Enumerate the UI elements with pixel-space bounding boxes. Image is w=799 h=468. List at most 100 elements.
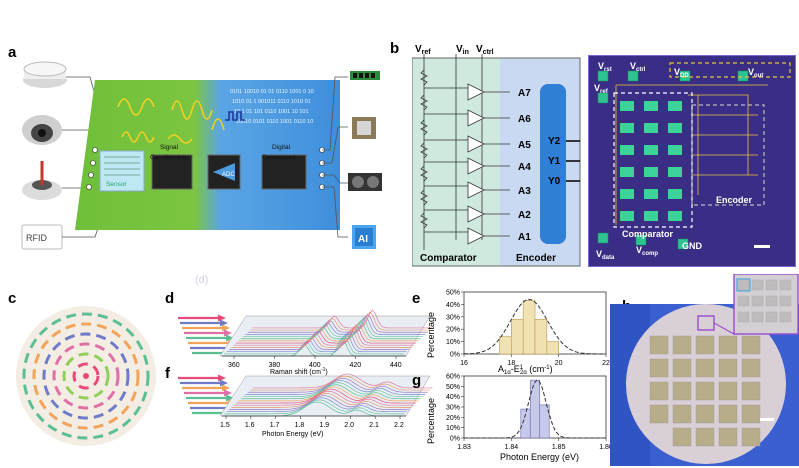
wafer-die: [649, 335, 669, 355]
histogram-bar: [511, 318, 524, 355]
output-a3: A3: [518, 186, 531, 197]
svg-text:AI: AI: [358, 234, 368, 245]
output-a4: A4: [518, 162, 531, 173]
y-tick-label: 30%: [446, 405, 460, 412]
tick-label: 2.1: [369, 422, 379, 429]
panel-label-b: b: [390, 40, 400, 57]
histogram-bar: [546, 341, 559, 355]
wafer-die: [718, 427, 738, 447]
svg-text:Vdata: Vdata: [596, 249, 615, 261]
tick-label: 2.0: [344, 422, 354, 429]
spectrum-line: [224, 399, 405, 415]
spectrum-line: [238, 322, 419, 342]
spectrum-line: [240, 384, 421, 400]
micro-encoder-label: Encoder: [716, 195, 753, 205]
panel-label-e: e: [412, 290, 421, 307]
output-a5: A5: [518, 140, 531, 151]
vctrl-label: Vctrl: [476, 44, 494, 56]
analog-waveforms: [117, 98, 225, 144]
y-tick-label: 0%: [450, 352, 460, 359]
histogram-bar: [529, 379, 541, 439]
adc-chip: ADC: [207, 154, 241, 190]
svg-text:10 1 01 101 0110 1001 10 101: 10 1 01 101 0110 1001 10 101: [234, 109, 309, 115]
wafer-die: [695, 381, 715, 401]
scale-bar: [754, 245, 770, 248]
g-ylabel: Percentage: [426, 398, 436, 444]
histogram-bar: [534, 318, 548, 355]
vref-label: Vref: [415, 44, 431, 56]
gaussian-fit: [463, 298, 606, 355]
digital-component-chip: Digital Component: [261, 144, 307, 190]
adc-micrograph: Vrst Vctrl VDD Vout Vref Encoder Compara…: [588, 55, 796, 267]
tick-label: 1.9: [319, 422, 329, 429]
output-a1: A1: [518, 232, 531, 243]
ai-chip-icon: AI: [352, 225, 376, 249]
wafer-die: [741, 404, 761, 424]
spectrum-line: [250, 311, 431, 331]
micro-gnd-label: GND: [682, 241, 703, 251]
cpu-icon: [352, 117, 376, 139]
x-tick-label: 22: [602, 360, 610, 367]
encoder-label: Encoder: [516, 253, 556, 264]
spectrum-line: [247, 313, 428, 333]
joystick-icon: [22, 161, 62, 200]
spectrum-line: [231, 328, 412, 348]
encoder-logic-block: [540, 84, 566, 244]
wafer-die: [741, 427, 761, 447]
spectrum-line: [229, 330, 410, 350]
histogram-bar: [522, 300, 536, 355]
spectrum-line: [233, 326, 414, 346]
spectrum-line: [236, 388, 417, 404]
wafer-photo: [610, 274, 799, 466]
faint-caption: (d): [195, 274, 209, 286]
x-tick-label: 18: [507, 360, 515, 367]
wafer-die: [695, 358, 715, 378]
y-tick-label: 10%: [446, 339, 460, 346]
svg-text:Signal: Signal: [160, 144, 179, 151]
svg-text:Digital: Digital: [272, 144, 291, 151]
x-tick-label: 20: [555, 360, 563, 367]
panel-label-f: f: [165, 365, 170, 382]
tick-label: 400: [309, 362, 321, 369]
tick-label: 380: [269, 362, 281, 369]
rfid-card-icon: RFID: [21, 224, 63, 250]
svg-text:Conditioning: Conditioning: [150, 154, 187, 161]
wafer-die: [649, 358, 669, 378]
histogram-bar: [499, 336, 512, 355]
svg-text:Sensor: Sensor: [106, 181, 127, 188]
wafer-die: [718, 381, 738, 401]
output-a7: A7: [518, 88, 531, 99]
spectrum-line: [243, 382, 424, 397]
spectrum-line: [236, 324, 417, 344]
x-tick-label: 1.84: [505, 444, 519, 451]
y-tick-label: 40%: [446, 394, 460, 401]
wafer-die: [741, 381, 761, 401]
spectrum-line: [229, 395, 410, 410]
tick-label: 1.7: [270, 422, 280, 429]
tick-label: 1.6: [245, 422, 255, 429]
spectrum-line: [250, 375, 431, 391]
security-camera-icon: [22, 115, 62, 145]
digital-waveform: [225, 111, 245, 121]
f-xlabel: Photon Energy (eV): [262, 431, 323, 438]
wafer-die: [672, 404, 692, 424]
y-tick-label: 60%: [446, 374, 460, 381]
spectrum-line: [226, 397, 407, 413]
wafer-die: [672, 358, 692, 378]
wafer-die: [672, 335, 692, 355]
spectrum-line: [245, 380, 426, 395]
y-tick-label: 20%: [446, 327, 460, 334]
spectrum-line: [247, 377, 428, 393]
wafer-die: [695, 404, 715, 424]
svg-text:Vcomp: Vcomp: [636, 245, 658, 257]
spectrum-line: [245, 315, 426, 335]
spectrum-line: [240, 320, 421, 340]
svg-text:Vrst: Vrst: [598, 61, 612, 73]
y-tick-label: 20%: [446, 415, 460, 422]
x-tick-label: 16: [460, 360, 468, 367]
wafer-die: [649, 381, 669, 401]
spectrum-line: [226, 333, 407, 353]
spectrum-line: [252, 373, 433, 389]
